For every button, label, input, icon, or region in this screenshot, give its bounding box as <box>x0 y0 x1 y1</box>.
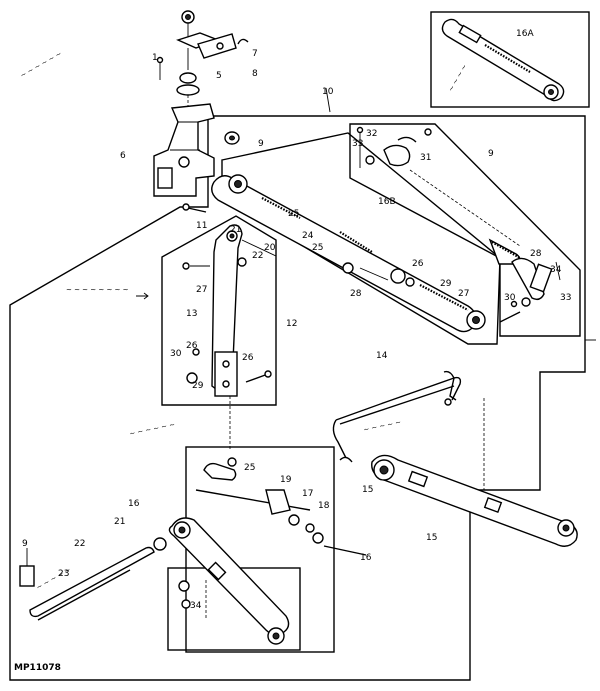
callout-15a: 15 <box>362 485 373 495</box>
callout-21b: 21 <box>114 517 125 527</box>
callout-32a: 32 <box>366 129 377 139</box>
lower-link-16 <box>153 517 290 645</box>
callout-28: 28 <box>350 289 362 299</box>
callout-12: 12 <box>286 319 297 329</box>
label-rotated-right: ~ ~ ~ ~ ~ <box>363 418 402 434</box>
callout-31a: 31 <box>420 153 431 163</box>
callout-16d: 16 <box>360 553 372 563</box>
callout-30b: 30 <box>170 349 182 359</box>
callout-7: 7 <box>252 49 258 59</box>
callout-16b: 16B <box>378 197 396 207</box>
callout-19: 19 <box>280 475 292 485</box>
callout-29a: 29 <box>440 279 452 289</box>
label-rotated-center: ~ ~ ~ ~ ~ ~ <box>129 420 176 437</box>
callout-26b: 26 <box>186 341 198 351</box>
inset-box-16a <box>430 11 590 108</box>
callout-6: 6 <box>120 151 126 161</box>
callout-16a: 16A <box>516 29 534 39</box>
svg-text:~ ~ ~ ~: ~ ~ ~ ~ <box>447 63 469 93</box>
callout-17: 17 <box>302 489 313 499</box>
lower-link-15 <box>371 398 578 547</box>
lift-link-box <box>161 215 277 406</box>
callout-16c: 16 <box>128 499 140 509</box>
upper-link-16b <box>211 174 486 333</box>
callout-18: 18 <box>318 501 330 511</box>
callout-22a: 22 <box>252 251 263 261</box>
callout-27a: 27 <box>458 289 469 299</box>
callout-15b: 15 <box>426 533 437 543</box>
pin-box-30 <box>349 123 581 337</box>
callout-25b: 25 <box>312 243 323 253</box>
callout-26c: 26 <box>242 353 254 363</box>
callout-1: 1 <box>152 53 158 63</box>
callout-25a: 25 <box>288 209 299 219</box>
top-bracket-assembly <box>153 10 249 213</box>
catalog-code: MP11078 <box>14 663 61 673</box>
callout-30a: 30 <box>504 293 516 303</box>
pin-clip-assembly <box>356 126 596 341</box>
callout-33: 33 <box>352 139 363 149</box>
callout-33b: 33 <box>560 293 571 303</box>
callout-28b: 28 <box>530 249 542 259</box>
callout-20: 20 <box>264 243 276 253</box>
callout-10: 10 <box>322 87 334 97</box>
callout-11: 11 <box>196 221 207 231</box>
inset-part-16a: ~ ~ ~ ~ <box>441 18 565 102</box>
callout-27b: 27 <box>196 285 207 295</box>
label-rotated-left: ~ ~ ~ ~ ~ ~ ~ ~ <box>66 286 129 294</box>
callout-5: 5 <box>216 71 222 81</box>
callout-9b: 9 <box>488 149 494 159</box>
lower-link-22 <box>19 546 155 621</box>
lift-link-12 <box>182 224 272 450</box>
callout-34b: 34 <box>190 601 202 611</box>
main-assembly-outline <box>9 115 586 681</box>
callout-21a: 21 <box>230 225 241 235</box>
lower-link-14 <box>332 370 462 463</box>
label-rotated-top-left: ~ ~ ~ ~ ~ ~ <box>19 50 63 80</box>
callout-9c: 9 <box>22 539 28 549</box>
callout-25c: 25 <box>244 463 255 473</box>
callout-24: 24 <box>302 231 314 241</box>
callout-23: 23 <box>58 569 69 579</box>
callout-8: 8 <box>252 69 258 79</box>
center-assembly <box>178 457 367 620</box>
callout-14: 14 <box>376 351 388 361</box>
callout-9: 9 <box>258 139 264 149</box>
callout-34: 34 <box>550 265 562 275</box>
lower-center-box <box>185 446 335 653</box>
callout-26a: 26 <box>412 259 424 269</box>
callout-29b: 29 <box>192 381 204 391</box>
callout-22b: 22 <box>74 539 85 549</box>
callout-13: 13 <box>186 309 197 319</box>
